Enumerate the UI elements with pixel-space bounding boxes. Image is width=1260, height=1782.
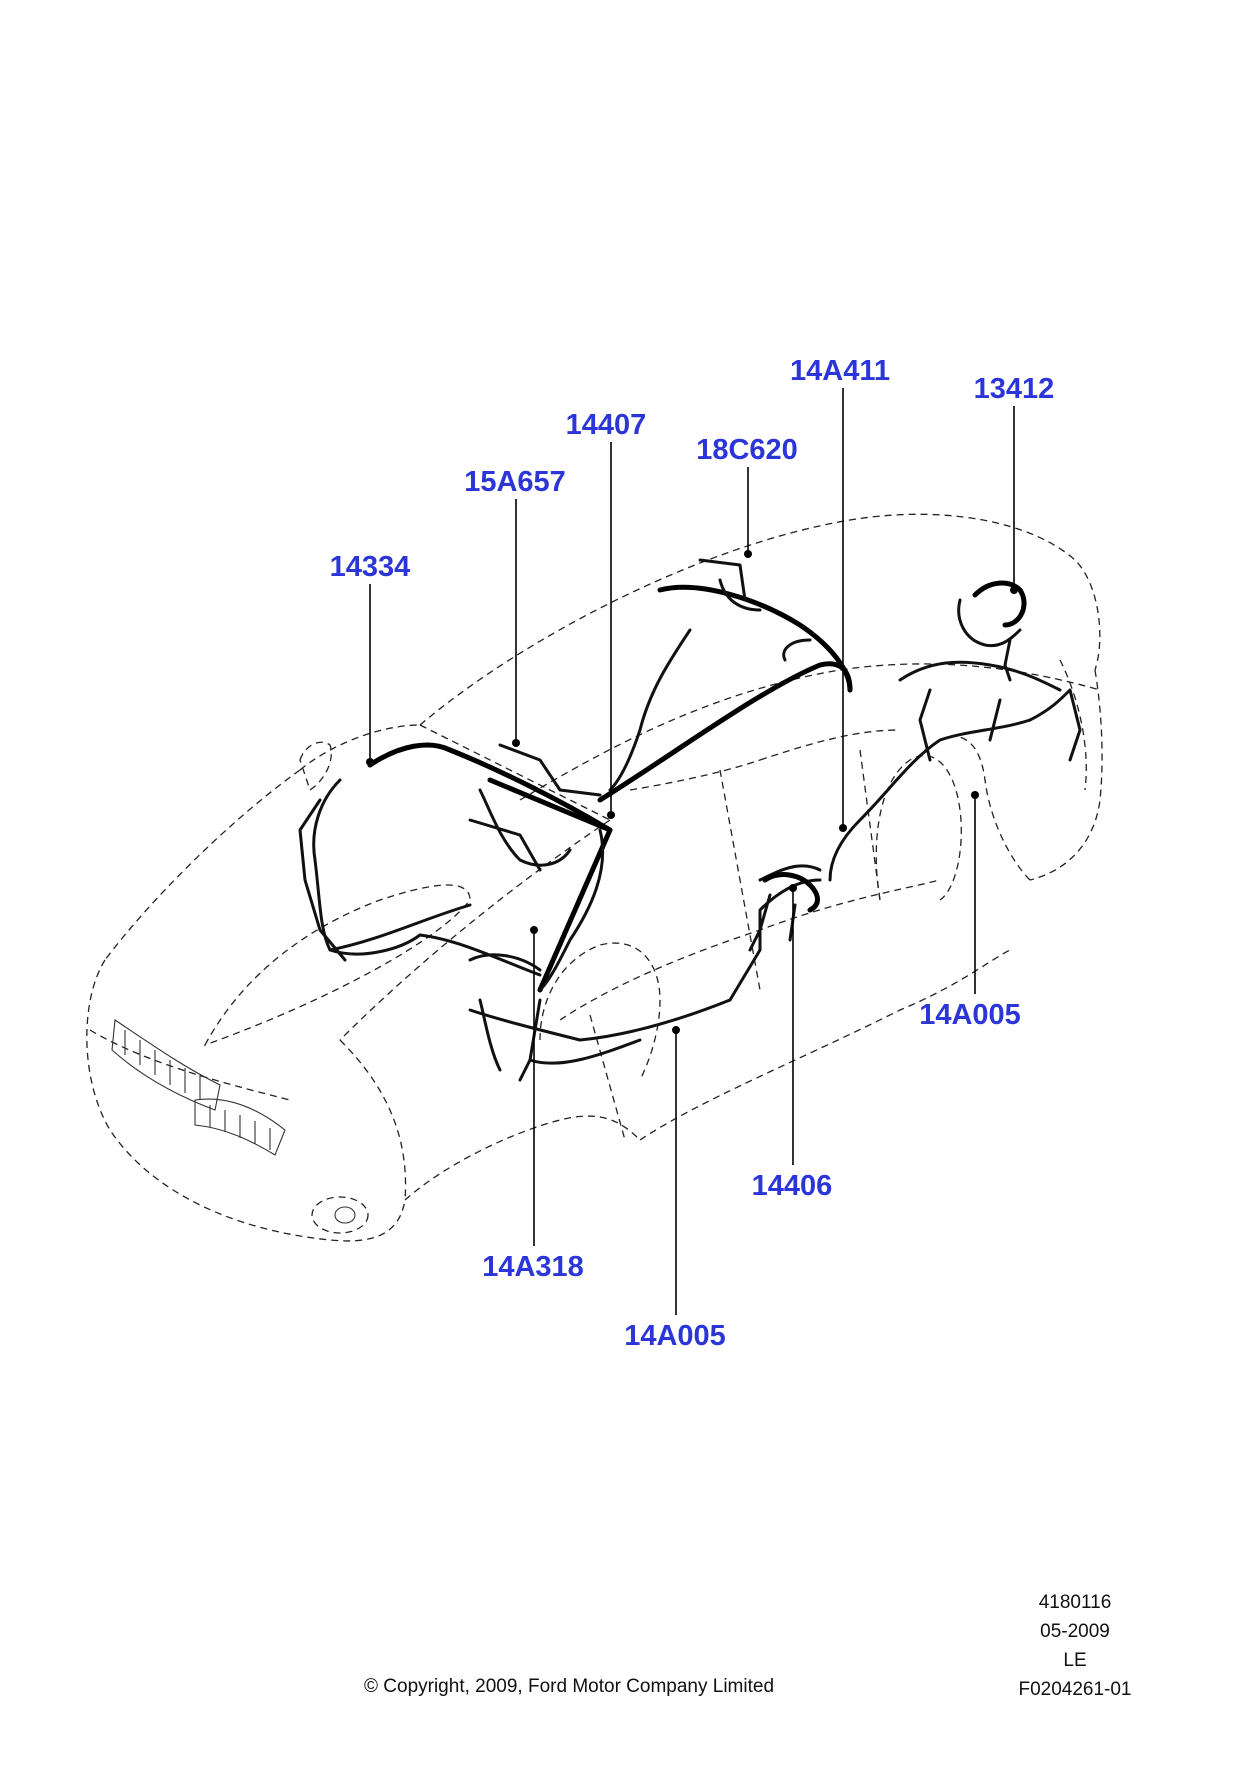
callout-label: 14406	[752, 1170, 833, 1202]
figure-metadata: 4180116 05-2009 LE F0204261-01	[1000, 1588, 1150, 1704]
callout-14406: 14406	[752, 884, 833, 1202]
callout-label: 15A657	[464, 466, 566, 498]
callout-14A318: 14A318	[482, 926, 584, 1283]
instrument-panel-harness	[367, 742, 613, 833]
roof-harness	[657, 584, 853, 693]
floor-harness	[468, 998, 732, 1042]
callout-label: 14407	[566, 409, 647, 441]
callout-14A411: 14A411	[790, 355, 890, 832]
figure-id: F0204261-01	[1018, 1679, 1132, 1700]
rear-lamp-harness	[972, 580, 1027, 628]
wiring-harnesses	[298, 558, 1082, 1082]
rear-harness	[858, 718, 1032, 822]
door-harness	[728, 878, 822, 1002]
callout-14A005-front: 14A005	[624, 1026, 726, 1352]
callout-label: 14A005	[624, 1320, 726, 1352]
callout-label: 14A005	[919, 999, 1021, 1031]
region-code: LE	[1063, 1650, 1087, 1671]
callout-label: 14A318	[482, 1251, 584, 1283]
callout-14334: 14334	[330, 551, 411, 766]
callout-label: 14A411	[790, 355, 890, 387]
callout-18C620: 18C620	[696, 434, 798, 558]
part-number: 4180116	[1038, 1592, 1112, 1613]
callout-label: 13412	[974, 373, 1055, 405]
copyright-notice: © Copyright, 2009, Ford Motor Company Li…	[364, 1676, 775, 1697]
callout-14A005-rear: 14A005	[919, 791, 1021, 1031]
callout-label: 18C620	[696, 434, 798, 466]
callout-15A657: 15A657	[464, 466, 566, 747]
callout-14407: 14407	[566, 409, 647, 819]
callout-label: 14334	[330, 551, 411, 583]
engine-harness	[298, 798, 347, 962]
front-grille	[111, 1019, 286, 1156]
date-code: 05-2009	[1040, 1621, 1110, 1642]
callout-13412: 13412	[974, 373, 1055, 594]
car-body-outline	[86, 513, 1103, 1242]
